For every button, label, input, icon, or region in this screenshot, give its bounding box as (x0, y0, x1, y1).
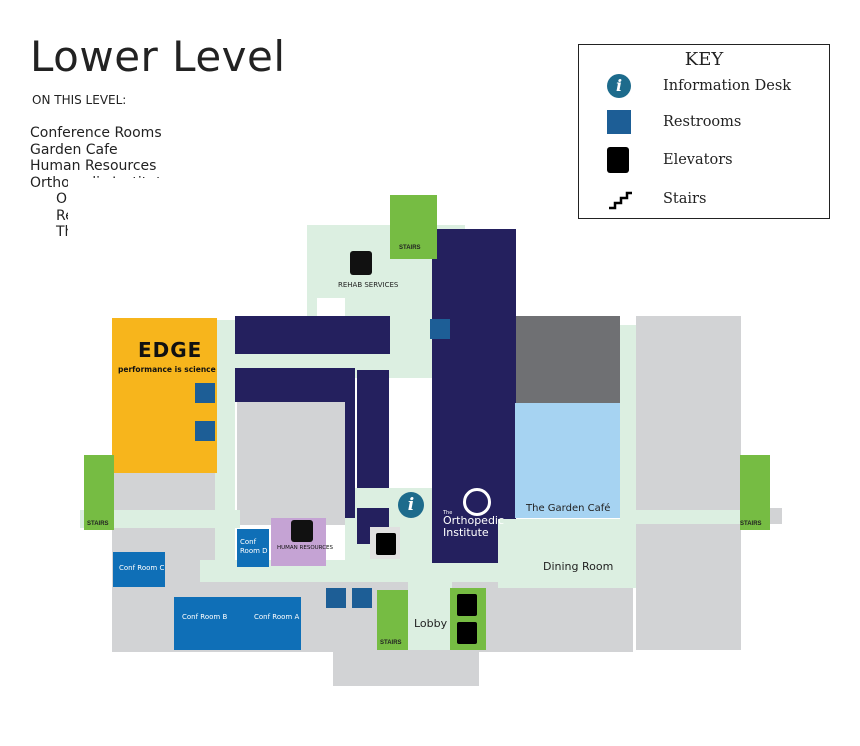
dining-room (498, 519, 620, 587)
page-title: Lower Level (30, 32, 286, 81)
list-item: Conference Rooms (30, 125, 162, 141)
info-area (357, 488, 407, 508)
human-resources-label: HUMAN RESOURCES (277, 545, 334, 551)
orthopedic-logo-icon (463, 488, 491, 516)
key-row-elevators: Elevators (607, 146, 733, 174)
orthopedic-institute-label: Orthopedic Institute (443, 515, 504, 539)
list-item: Human Resources (30, 158, 157, 174)
conf-room-d (237, 529, 269, 567)
elevator-icon (376, 533, 396, 555)
edge-tagline: performance is science (118, 365, 216, 374)
ortho-the-label: The (443, 510, 453, 516)
map-key: KEY i Information Desk Restrooms Elevato… (578, 44, 830, 219)
conf-room-d-label-line: Room D (240, 547, 268, 555)
conf-room-a-label: Conf Room A (254, 613, 300, 621)
stairs-icon (607, 186, 633, 212)
medical-cross-icon (350, 251, 372, 275)
list-item: Garden Cafe (30, 141, 118, 158)
conf-room-c-label: Conf Room C (119, 564, 165, 572)
info-icon: i (607, 74, 631, 98)
ortho-label-line: Institute (443, 526, 489, 539)
restroom-icon (326, 588, 346, 608)
elevator-icon (607, 147, 629, 173)
key-row-info: i Information Desk (607, 72, 791, 100)
lobby-label: Lobby (414, 617, 448, 630)
elevator-icon (457, 622, 477, 644)
conf-room-a-b (174, 597, 301, 650)
conf-room-d-label-line: Conf (240, 538, 257, 546)
key-label: Information Desk (663, 78, 792, 94)
stairs-label: STAIRS (87, 521, 109, 527)
medical-cross-icon (291, 520, 313, 542)
on-this-level-heading: ON THIS LEVEL: (32, 93, 127, 107)
rehab-services-label: REHAB SERVICES (338, 281, 399, 289)
stairs-label: STAIRS (399, 245, 421, 251)
info-icon: i (398, 492, 424, 518)
conf-room-d-label: Conf Room D (240, 538, 268, 556)
restroom-icon (195, 421, 215, 441)
stairs-blocks (84, 195, 770, 650)
restroom-icon (607, 110, 631, 134)
key-label: Restrooms (663, 114, 742, 130)
garden-cafe (515, 403, 620, 518)
conf-room-c (113, 552, 165, 587)
key-label: Elevators (663, 152, 733, 168)
key-row-stairs: Stairs (607, 185, 706, 213)
key-title: KEY (684, 49, 724, 70)
edge-logo: EDGE (138, 338, 203, 362)
ortho-label-line: Orthopedic (443, 514, 505, 527)
elevator-icon (457, 594, 477, 616)
restroom-icon (195, 383, 215, 403)
garden-cafe-label: The Garden Café (526, 503, 611, 514)
restroom-icon (430, 319, 450, 339)
conf-room-b-label: Conf Room B (182, 613, 228, 621)
navy-blocks (235, 229, 516, 563)
stairs-label: STAIRS (380, 640, 402, 646)
dining-room-label: Dining Room (543, 560, 614, 573)
stairs-label: STAIRS (740, 521, 762, 527)
key-row-restrooms: Restrooms (607, 108, 741, 136)
restroom-icon (352, 588, 372, 608)
key-label: Stairs (663, 191, 707, 207)
